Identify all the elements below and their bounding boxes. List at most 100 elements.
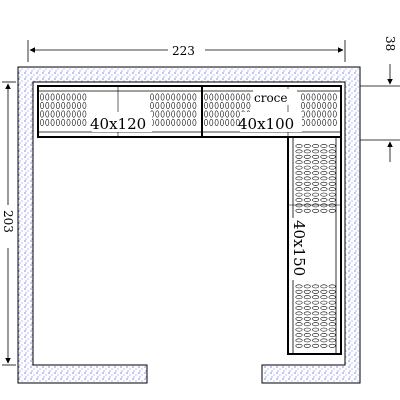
perforation-hole — [312, 160, 320, 165]
perforation-hole — [209, 102, 214, 110]
perforation-hole — [295, 322, 303, 327]
perforation-hole — [214, 119, 219, 127]
perforation-hole — [295, 300, 303, 305]
perforation-hole — [328, 176, 336, 181]
perforation-hole — [295, 154, 303, 159]
perforation-hole — [56, 93, 60, 101]
perforation-hole — [295, 181, 303, 186]
perforation-hole — [61, 93, 66, 101]
perforation-hole — [45, 102, 50, 110]
perforation-hole — [312, 192, 320, 197]
perforation-hole — [71, 119, 76, 127]
perforation-hole — [328, 160, 336, 165]
perforation-hole — [320, 187, 328, 192]
perforation-hole — [328, 343, 336, 348]
perforation-hole — [328, 203, 336, 208]
perforation-hole — [214, 93, 219, 101]
perforation-hole — [311, 110, 316, 118]
perforation-hole — [219, 110, 224, 118]
perforation-hole — [320, 176, 328, 181]
perforation-hole — [328, 289, 336, 294]
perforation-hole — [187, 102, 192, 110]
perforation-hole — [303, 176, 311, 181]
perforation-hole — [320, 144, 328, 148]
perforation-hole — [192, 93, 197, 101]
perforation-hole — [306, 119, 311, 127]
perforation-hole — [303, 187, 311, 192]
perforation-hole — [312, 198, 320, 202]
perforation-hole — [155, 102, 160, 110]
perforation-hole — [295, 144, 303, 148]
perforation-hole — [219, 119, 224, 127]
perforation-hole — [77, 93, 82, 101]
perforation-hole — [303, 289, 311, 294]
perforation-hole — [82, 119, 87, 127]
perforation-hole — [328, 165, 336, 170]
perforation-hole — [303, 311, 311, 316]
dimension-height-value: 203 — [1, 210, 15, 233]
perforation-hole — [71, 102, 76, 110]
perforation-hole — [311, 93, 316, 101]
perforation-hole — [312, 203, 320, 208]
perforation-hole — [320, 181, 328, 186]
perforation-hole — [303, 284, 311, 289]
perforation-hole — [61, 119, 66, 127]
perforation-hole — [303, 300, 311, 305]
perforation-hole — [50, 110, 55, 118]
perforation-hole — [328, 198, 336, 202]
corner-label: croce — [254, 91, 288, 105]
perforation-hole — [40, 110, 44, 118]
perforation-hole — [241, 93, 246, 101]
perforation-hole — [320, 338, 328, 343]
dimension-shelf-depth-value: 38 — [383, 36, 397, 51]
perforation-hole — [303, 144, 311, 148]
perforation-hole — [230, 102, 235, 110]
perforation-hole — [303, 327, 311, 332]
perforation-hole — [328, 171, 336, 175]
perforation-hole — [187, 119, 192, 127]
perforation-hole — [320, 208, 328, 213]
perforation-hole — [219, 102, 224, 110]
perforation-hole — [312, 165, 320, 170]
perforation-hole — [171, 93, 176, 101]
perforation-hole — [328, 154, 336, 159]
perforation-hole — [171, 119, 176, 127]
perforation-hole — [306, 110, 311, 118]
perforation-hole — [320, 327, 328, 332]
perforation-hole — [295, 192, 303, 197]
perforation-hole — [181, 110, 186, 118]
perforation-hole — [82, 110, 87, 118]
perforation-hole — [235, 119, 240, 127]
perforation-hole — [71, 110, 76, 118]
perforation-hole — [40, 119, 44, 127]
perforation-hole — [155, 93, 160, 101]
perforation-hole — [181, 93, 186, 101]
perforation-hole — [82, 93, 87, 101]
wall-outline — [17, 66, 361, 384]
perforation-hole — [316, 110, 321, 118]
module-label-40x120: 40x120 — [90, 115, 146, 133]
perforation-hole — [312, 208, 320, 213]
perforation-hole — [61, 102, 66, 110]
perforation-hole — [40, 102, 44, 110]
perforation-hole — [295, 343, 303, 348]
perforation-hole — [45, 93, 50, 101]
perforation-hole — [312, 284, 320, 289]
perforation-hole — [50, 102, 55, 110]
perforation-hole — [312, 306, 320, 310]
perforation-hole — [66, 93, 71, 101]
perforation-hole — [160, 110, 165, 118]
perforation-hole — [225, 93, 230, 101]
perforation-hole — [165, 102, 170, 110]
perforation-hole — [230, 93, 235, 101]
perforation-hole — [332, 102, 337, 110]
perforation-hole — [312, 176, 320, 181]
perforation-hole — [295, 289, 303, 294]
perforation-hole — [316, 119, 321, 127]
perforation-hole — [230, 119, 235, 127]
perforation-hole — [311, 102, 316, 110]
perforation-hole — [295, 149, 303, 154]
perforation-hole — [316, 93, 321, 101]
perforation-hole — [204, 102, 208, 110]
perforation-hole — [77, 102, 82, 110]
